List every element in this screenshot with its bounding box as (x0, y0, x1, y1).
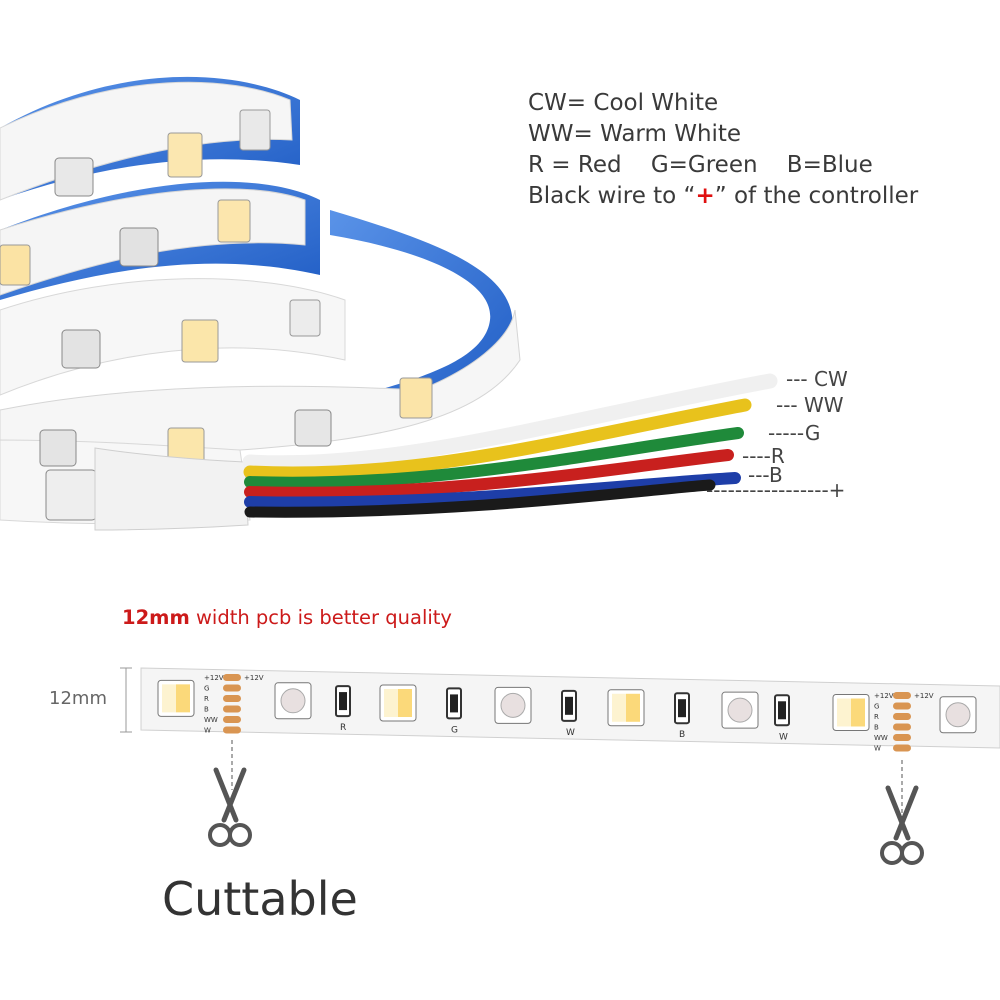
solder-pad (223, 716, 241, 723)
cuttable-title: Cuttable (162, 872, 358, 926)
solder-pad (893, 702, 911, 710)
solder-pad (893, 734, 911, 741)
solder-pad (223, 684, 241, 692)
pad-label: B (204, 706, 209, 714)
pad-label: WW (204, 716, 218, 724)
pad-label: +12V (914, 692, 934, 700)
resistor-body (339, 692, 347, 711)
wire-label-cw: --- CW (786, 367, 848, 391)
wire-label-plus: -----------------+ (706, 478, 846, 502)
wire-label-g: -----G (768, 421, 821, 445)
cool-white-die (384, 689, 398, 718)
pad-label: G (874, 703, 879, 711)
pad-label: W (204, 727, 211, 735)
pad-label: R (874, 713, 879, 721)
cool-white-die (837, 698, 851, 727)
resistor-body (565, 696, 573, 715)
cut-markers (208, 740, 924, 865)
rgb-die (280, 688, 306, 714)
warm-white-die (176, 684, 190, 713)
quality-note: 12mm width pcb is better quality (122, 606, 452, 629)
pad-label: +12V (204, 674, 224, 682)
pad-label: W (874, 745, 881, 753)
resistor-label: B (679, 730, 685, 740)
legend-rgb: R = Red G=Green B=Blue (528, 152, 873, 178)
pad-label: +12V (244, 674, 264, 682)
wire-label-b: ---B (748, 463, 783, 487)
warm-white-die (626, 693, 640, 722)
rgb-die (727, 697, 753, 723)
resistor-label: R (340, 723, 346, 733)
wire-bundle (242, 373, 778, 518)
resistor-body (678, 699, 686, 718)
legend-cw: CW= Cool White (528, 90, 719, 116)
solder-pad (223, 705, 241, 713)
scissors-icon (208, 767, 252, 847)
cool-white-die (162, 684, 176, 713)
warm-white-die (398, 689, 412, 718)
solder-pad (223, 695, 241, 702)
width-label: 12mm (49, 688, 107, 709)
pad-label: G (204, 685, 209, 693)
resistor-body (450, 694, 458, 713)
legend-black-wire: Black wire to “+” of the controller (528, 183, 919, 209)
reel-leds (0, 109, 433, 521)
rgb-die (945, 702, 971, 728)
wire-label-ww: --- WW (776, 393, 844, 417)
rgb-die (500, 692, 526, 718)
resistor-label: G (451, 725, 458, 735)
solder-pad (893, 692, 911, 699)
solder-pad (223, 726, 241, 734)
cool-white-die (612, 693, 626, 722)
pad-label: +12V (874, 692, 894, 700)
solder-pad (893, 723, 911, 731)
solder-pad (893, 744, 911, 752)
color-legend: CW= Cool White WW= Warm White R = Red G=… (528, 88, 918, 212)
wire-label-r: ----R (742, 444, 785, 468)
pad-label: WW (874, 734, 888, 742)
solder-pad (893, 713, 911, 720)
resistor-label: W (566, 728, 575, 738)
pad-label: R (204, 695, 209, 703)
resistor-label: W (779, 732, 788, 742)
legend-ww: WW= Warm White (528, 121, 742, 147)
led-strip-reel (0, 76, 521, 531)
scissors-icon (880, 785, 924, 865)
resistor-body (778, 701, 786, 720)
warm-white-die (851, 698, 865, 727)
pad-label: B (874, 724, 879, 732)
solder-pad (223, 674, 241, 681)
